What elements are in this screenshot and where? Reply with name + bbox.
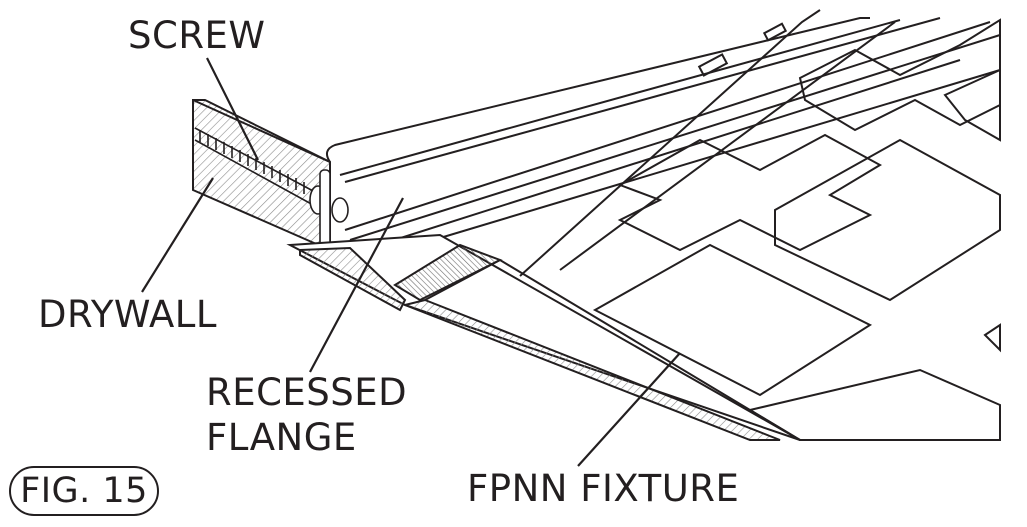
leader-lines bbox=[141, 57, 681, 467]
recessed-flange-label-line2: FLANGE bbox=[206, 416, 357, 459]
faceplate-cutout bbox=[747, 368, 1001, 441]
screw bbox=[194, 127, 349, 263]
drywall-label: DRYWALL bbox=[38, 293, 218, 336]
recessed-flange-leader bbox=[309, 197, 404, 373]
figure-caption-badge: FIG. 15 bbox=[9, 466, 159, 516]
faceplate-cutout bbox=[774, 138, 1001, 302]
fpnn-fixture-label: FPNN FIXTURE bbox=[467, 467, 740, 510]
faceplate-cutout bbox=[983, 323, 1001, 353]
recessed-flange-label-line1: RECESSED bbox=[206, 371, 408, 414]
screw-label: SCREW bbox=[128, 14, 266, 57]
drywall-panel bbox=[192, 99, 331, 252]
faceplate-cutout bbox=[798, 18, 1001, 132]
fixture-housing bbox=[325, 17, 1001, 251]
fixture-faceplate bbox=[519, 9, 1001, 441]
fixture-leader bbox=[577, 352, 681, 467]
faceplate-cutout bbox=[617, 133, 883, 252]
faceplate-cutout bbox=[592, 243, 873, 397]
recessed-flange bbox=[286, 233, 801, 441]
drywall-leader bbox=[141, 177, 214, 293]
figure-caption: FIG. 15 bbox=[20, 471, 148, 511]
faceplate-cutout bbox=[943, 68, 1001, 142]
screw-leader bbox=[206, 57, 259, 161]
